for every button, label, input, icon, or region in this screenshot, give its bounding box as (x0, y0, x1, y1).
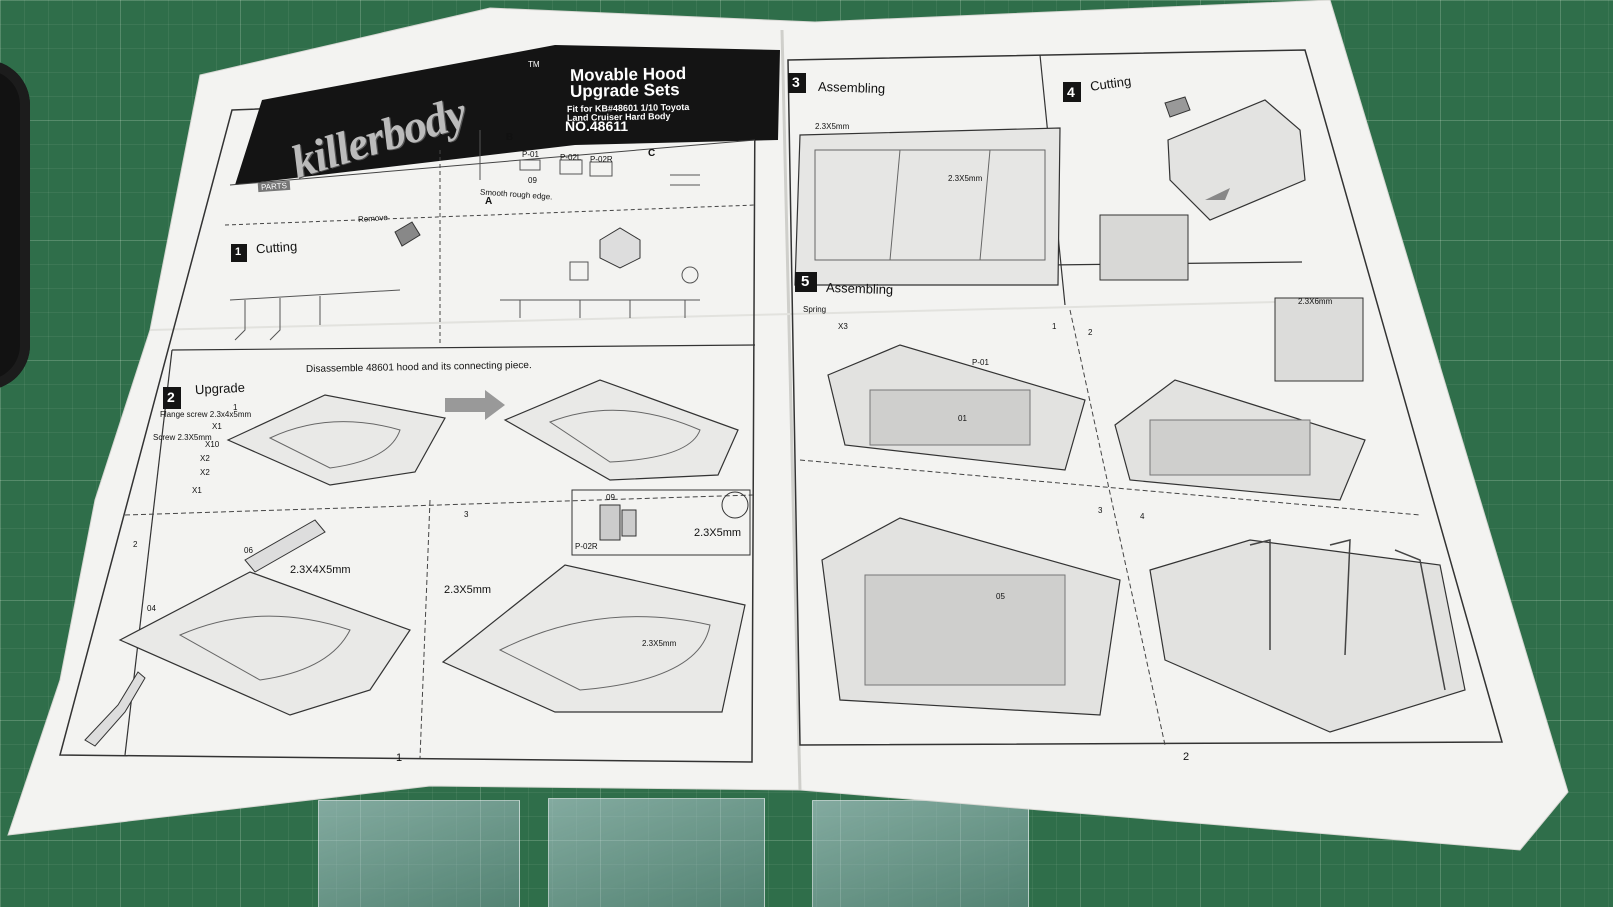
part-number-label: P-01 (972, 358, 989, 367)
hardware-screw-label: Screw 2.3X5mm (153, 433, 212, 442)
hardware-screw-qty: X10 (205, 440, 220, 449)
step-1-number: 1 (235, 246, 242, 258)
part-number-label: P-02R (575, 542, 598, 551)
dimension-label: 2.3X4X5mm (290, 564, 351, 576)
part-p02r-label: P-02R (590, 155, 613, 164)
substep-number: 2 (133, 540, 138, 549)
part-09-label: 09 (528, 176, 537, 185)
hardware-qty: X2 (200, 454, 210, 463)
step-5-number: 5 (801, 273, 810, 290)
step5-spring-label: Spring (803, 305, 827, 314)
parts-label-b: B (506, 132, 514, 143)
page-title-line2: Upgrade Sets (569, 80, 680, 101)
step-5-title: Assembling (825, 279, 894, 298)
step-2-number: 2 (167, 389, 175, 405)
parts-bag (318, 800, 520, 907)
dimension-label: 2.3X6mm (1298, 297, 1333, 306)
substep-number: 3 (1098, 506, 1103, 515)
trademark-mark: TM (528, 60, 540, 69)
part-p02l-label: P-02L (560, 153, 582, 162)
step5-spring-qty: X3 (838, 322, 848, 331)
page-number-1: 1 (396, 752, 403, 764)
hardware-flange-qty: X1 (212, 422, 222, 431)
step-3-number: 3 (792, 74, 800, 90)
hardware-qty: X1 (192, 486, 202, 495)
step-1-title: Cutting (255, 238, 298, 257)
part-number-label: 09 (606, 493, 615, 502)
substep-number: 1 (233, 403, 238, 412)
hardware-flange-label: Flange screw 2.3x4x5mm (160, 410, 252, 419)
tape-roll (0, 60, 30, 390)
parts-label-c: C (648, 148, 656, 159)
part-number-label: 05 (996, 592, 1005, 601)
part-number: NO.48611 (565, 118, 629, 134)
substep-number: 3 (464, 510, 469, 519)
step-3-title: Assembling (817, 78, 886, 97)
dimension-label: 2.3X5mm (694, 527, 742, 539)
part-number-label: 01 (958, 414, 967, 423)
parts-bag (812, 800, 1029, 907)
dimension-label: 2.3X5mm (815, 122, 850, 131)
hardware-qty: X2 (200, 468, 210, 477)
parts-label-a: A (485, 196, 493, 207)
substep-number: 1 (1052, 322, 1057, 331)
step-4-number: 4 (1067, 84, 1075, 100)
page-number-2: 2 (1183, 751, 1190, 763)
parts-bag (548, 798, 765, 907)
dimension-label: 2.3X5mm (948, 174, 983, 183)
step-2-title: Upgrade (194, 379, 246, 398)
part-p01-label: P-01 (522, 150, 539, 159)
dimension-label: 2.3X5mm (642, 639, 677, 648)
substep-number: 4 (1140, 512, 1145, 521)
substep-number: 2 (1088, 328, 1093, 337)
part-number-label: 06 (244, 546, 253, 555)
part-number-label: 04 (147, 604, 156, 613)
dimension-label: 2.3X5mm (444, 584, 492, 596)
